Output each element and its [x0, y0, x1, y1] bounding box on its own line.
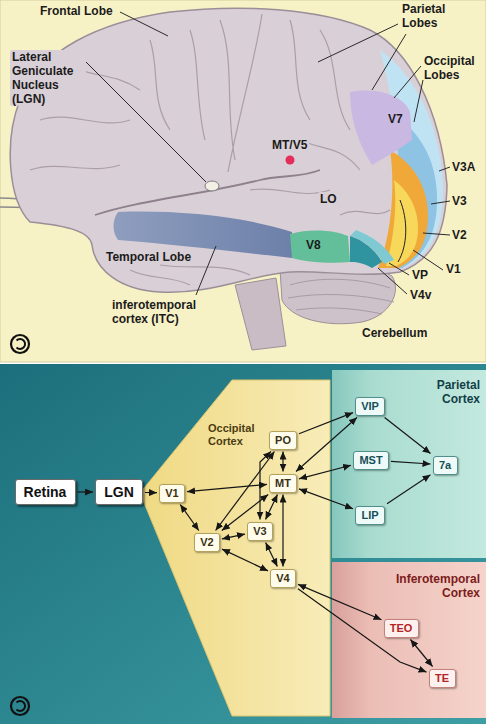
area-box: TEO	[384, 619, 419, 638]
v8-area	[290, 230, 350, 262]
area-box: LGN	[95, 479, 143, 505]
cortex-region: V1 PO MT V2 V3V4 Occipital Cortex	[138, 378, 332, 718]
pathway-arrow	[216, 452, 275, 531]
anatomy-label: V3A	[452, 160, 475, 174]
area-box: V1	[159, 484, 185, 503]
pathway-arrow	[78, 491, 94, 492]
pathway-arrow	[391, 461, 431, 464]
area-box: 7a	[433, 456, 458, 475]
pathway-arrow	[385, 418, 431, 454]
pathway-arrow	[282, 452, 283, 472]
lgn-nucleus	[205, 181, 219, 191]
pathway-arrow	[145, 492, 157, 493]
v7-area	[350, 91, 412, 165]
pathway-arrow	[299, 465, 351, 479]
area-box: V4	[270, 569, 296, 588]
copyright-logo	[11, 697, 29, 715]
anatomy-label: Occipital Lobes	[424, 54, 482, 82]
area-label: PO	[275, 434, 291, 447]
pathway-arrow	[298, 584, 382, 619]
mt-spot	[286, 156, 295, 165]
area-label: MT	[275, 477, 291, 490]
anatomy-label: V8	[304, 238, 323, 252]
calcarine-sulcus	[398, 200, 406, 262]
copyright-logo	[11, 335, 29, 353]
copyright-logo	[17, 339, 26, 349]
top-panel	[0, 0, 486, 362]
pathway-arrow	[296, 418, 357, 472]
region-label: Inferotemporal Cortex	[382, 572, 480, 600]
anatomy-label: V4v	[410, 288, 431, 302]
anatomy-label: Lateral Geniculate Nucleus (LGN)	[10, 50, 86, 106]
area-box: VIP	[355, 397, 385, 416]
region-label: Parietal Cortex	[402, 378, 480, 406]
area-label: V3	[253, 525, 266, 538]
v1-area	[386, 180, 418, 266]
area-box: V3	[247, 522, 273, 541]
area-box: TE	[429, 669, 456, 688]
bottom-panel	[0, 364, 486, 724]
area-label: LIP	[361, 509, 378, 522]
region-label: Occipital Cortex	[208, 422, 268, 448]
anatomy-label: V2	[452, 228, 467, 242]
lateral-sulcus	[95, 170, 320, 215]
brain-stem	[235, 278, 286, 350]
anatomy-label: Temporal Lobe	[104, 250, 193, 264]
area-label: V4	[276, 572, 289, 585]
anatomy-label: Frontal Lobe	[40, 4, 113, 18]
cerebrum-outline	[10, 8, 447, 292]
pathway-arrow	[266, 495, 278, 520]
cortex-region: VIP MST LIP 7a Parietal Cortex	[332, 370, 486, 558]
area-label: V2	[200, 536, 213, 549]
area-label: LGN	[104, 484, 134, 500]
pathway-arrow	[222, 534, 245, 539]
area-box: MT	[269, 474, 297, 493]
pathway-arrow	[260, 452, 271, 520]
area-label: MST	[359, 454, 382, 467]
area-box: Retina	[15, 479, 76, 505]
area-box: V2	[194, 533, 220, 552]
pathway-arrow	[180, 505, 199, 531]
pathway-arrow	[299, 489, 353, 509]
pathway-arrow	[282, 495, 283, 567]
cerebellum-folds	[288, 279, 394, 314]
v4v-area	[350, 236, 382, 268]
region-outline	[140, 380, 330, 716]
pathway-arrow	[298, 589, 427, 672]
area-label: TEO	[390, 622, 413, 635]
area-box: LIP	[355, 506, 385, 525]
anatomy-label: MT/V5	[270, 138, 309, 152]
anatomy-label: V7	[386, 112, 405, 126]
area-label: TE	[435, 672, 449, 685]
anatomy-label: Cerebellum	[362, 326, 427, 340]
anatomy-label: VP	[412, 268, 428, 282]
area-box: PO	[269, 431, 297, 450]
copyright-logo	[17, 701, 26, 711]
pathway-arrow	[410, 640, 432, 667]
area-label: V1	[165, 487, 178, 500]
anatomy-label: inferotemporal cortex (ITC)	[112, 298, 212, 326]
pathway-arrow	[187, 484, 267, 491]
anatomy-label: LO	[318, 192, 339, 206]
area-label: 7a	[439, 459, 451, 472]
pathway-arrow	[222, 495, 268, 531]
anatomy-label: V1	[446, 262, 461, 276]
pathway-arrow	[299, 413, 353, 434]
area-box: MST	[353, 451, 389, 470]
pathway-arrow	[222, 549, 268, 571]
pathway-arrow	[266, 543, 278, 567]
area-label: Retina	[24, 484, 67, 500]
anatomy-label: V3	[452, 194, 467, 208]
anatomy-label: Parietal Lobes	[402, 2, 464, 30]
cortex-region: TEO TE Inferotemporal Cortex	[332, 562, 486, 718]
leader-lines	[86, 12, 450, 295]
pathway-arrow	[387, 475, 431, 504]
area-label: VIP	[361, 400, 379, 413]
